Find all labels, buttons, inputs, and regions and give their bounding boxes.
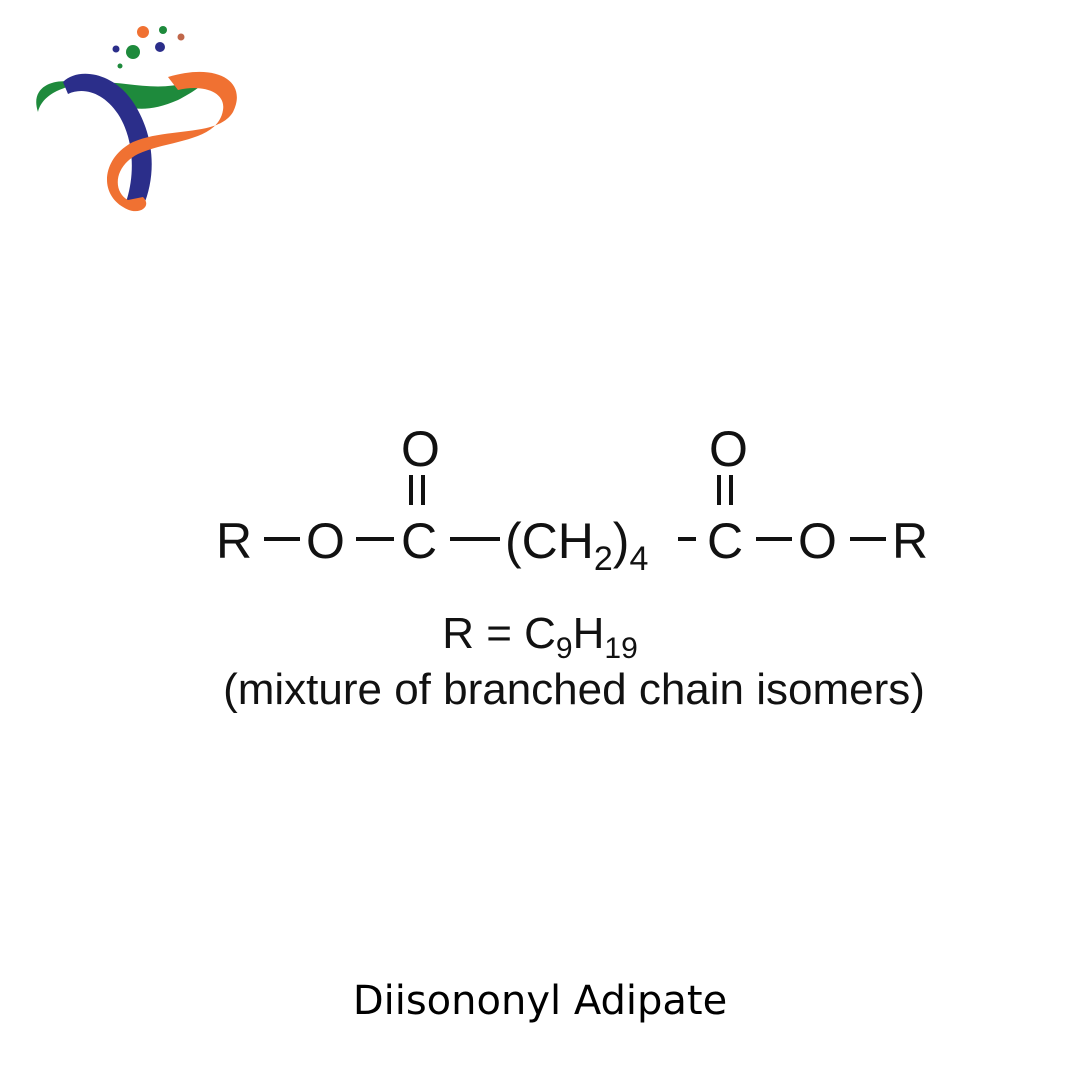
bond [756, 537, 792, 541]
right-carbonyl-oxygen: O [709, 421, 748, 477]
r-group-definition: R = C9H19 [442, 609, 638, 665]
right-r-group: R [892, 513, 929, 569]
left-double-bond-b [421, 475, 425, 505]
bond [450, 537, 500, 541]
methylene-chain: (CH2)4 [505, 513, 649, 578]
left-r-group: R [216, 513, 253, 569]
left-ester-oxygen: O [306, 513, 345, 569]
left-carbonyl-carbon: C [401, 513, 438, 569]
right-ester-oxygen: O [798, 513, 837, 569]
company-logo-icon [36, 26, 237, 212]
bond [850, 537, 886, 541]
bond [264, 537, 300, 541]
isomer-note: (mixture of branched chain isomers) [223, 665, 925, 714]
right-double-bond-b [729, 475, 733, 505]
left-carbonyl-oxygen: O [401, 421, 440, 477]
right-carbonyl-carbon: C [707, 513, 744, 569]
bond [678, 537, 696, 541]
right-double-bond-a [717, 475, 721, 505]
bond [356, 537, 394, 541]
compound-name: Diisononyl Adipate [352, 978, 728, 1024]
left-double-bond-a [409, 475, 413, 505]
